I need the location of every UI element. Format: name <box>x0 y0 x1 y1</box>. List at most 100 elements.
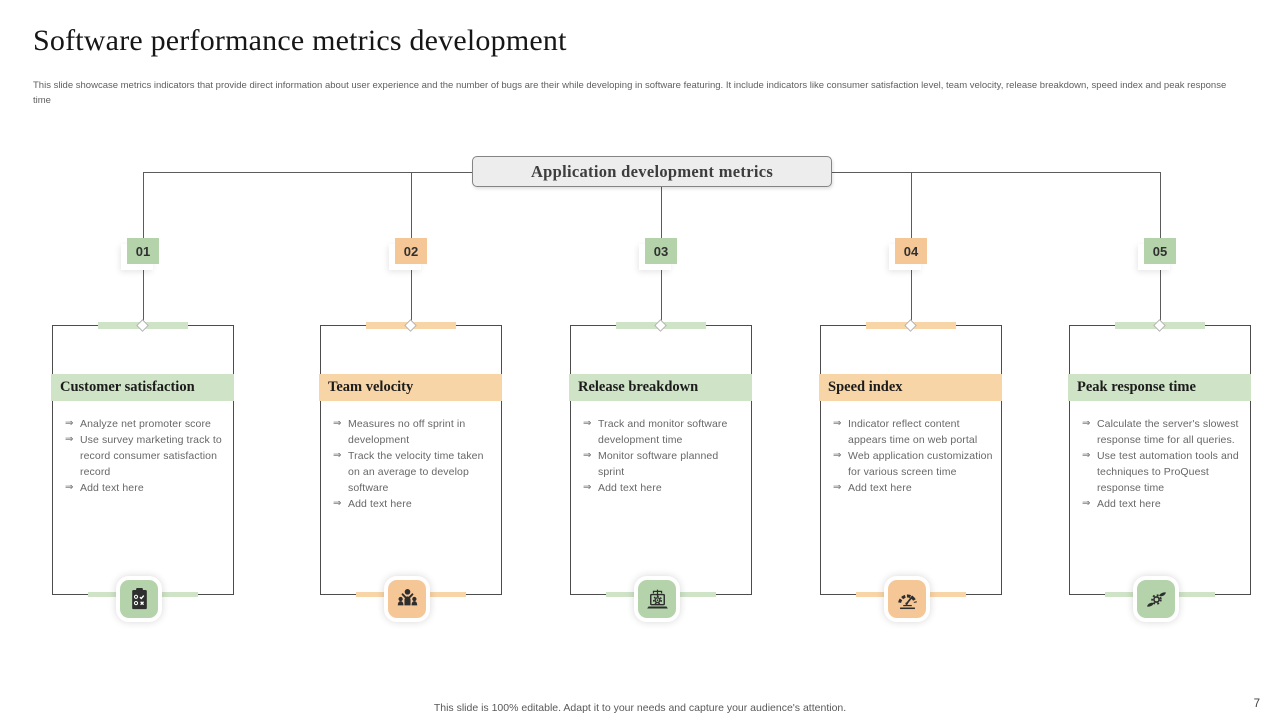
connector-vertical-line <box>910 172 912 238</box>
metric-card[interactable]: Release breakdown ⇒ Track and monitor sof… <box>569 319 752 622</box>
card-title-band: Team velocity <box>319 374 502 401</box>
metric-card[interactable]: Team velocity ⇒ Measures no off sprint in… <box>319 319 502 622</box>
step-number-label: 04 <box>903 243 919 259</box>
laptop-gear-icon <box>646 589 668 608</box>
bullet-item: ⇒ Monitor software planned sprint <box>579 448 747 480</box>
bullet-item: ⇒ Calculate the server's slowest response… <box>1078 416 1246 448</box>
bullet-item: ⇒ Analyze net promoter score <box>61 416 229 432</box>
card-title: Team velocity <box>328 379 414 395</box>
arrow-bullet-glyph: ⇒ <box>333 498 342 509</box>
bullet-item: ⇒ Web application customization for vario… <box>829 448 997 480</box>
step-number-label: 03 <box>653 243 669 259</box>
page-number: 7 <box>1253 698 1260 710</box>
bullet-text: Add text here <box>348 498 412 510</box>
metric-column-04: 04 Speed index ⇒Indicator reflect conten… <box>819 172 1002 642</box>
arrow-bullet-glyph: ⇒ <box>1082 498 1091 509</box>
step-number-label: 05 <box>1152 243 1168 259</box>
arrow-bullet-glyph: ⇒ <box>583 450 592 461</box>
bullet-item: ⇒ Use test automation tools and technique… <box>1078 448 1246 496</box>
speedometer-icon <box>897 593 917 609</box>
hands-gear-icon <box>1146 591 1166 607</box>
bullet-text: Measures no off sprint in development <box>348 418 466 446</box>
arrow-bullet-glyph: ⇒ <box>1082 450 1091 461</box>
card-title: Peak response time <box>1077 379 1196 395</box>
bullet-text: Analyze net promoter score <box>80 418 211 430</box>
connector-vertical-line <box>660 172 662 238</box>
bullet-text: Use test automation tools and techniques… <box>1097 450 1239 494</box>
card-bullet-list: ⇒ Analyze net promoter score ⇒ Use survey m… <box>61 416 229 496</box>
bullet-text: Add text here <box>598 482 662 494</box>
connector-vertical-line <box>1159 264 1161 325</box>
checklist-clipboard-icon <box>131 587 147 609</box>
bullet-text: Use survey marketing track to record con… <box>80 434 222 478</box>
bullet-text: Add text here <box>1097 498 1161 510</box>
card-title-band: Customer satisfaction <box>51 374 234 401</box>
connector-vertical-line <box>660 264 662 325</box>
arrow-bullet-glyph: ⇒ <box>583 418 592 429</box>
team-leader-icon <box>397 588 417 605</box>
card-title-band: Peak response time <box>1068 374 1251 401</box>
step-number-badge[interactable]: 04 <box>895 238 927 264</box>
bullet-text: Add text here <box>848 482 912 494</box>
connector-vertical-line <box>410 264 412 325</box>
bullet-text: Calculate the server's slowest response … <box>1097 418 1239 446</box>
metric-card[interactable]: Speed index ⇒Indicator reflect content a… <box>819 319 1002 622</box>
connector-vertical-line <box>142 264 144 325</box>
bullet-item: ⇒ Use survey marketing track to record co… <box>61 432 229 480</box>
connector-vertical-line <box>410 172 412 238</box>
card-icon-tile[interactable] <box>1133 576 1179 622</box>
bullet-item: ⇒ Add text here <box>329 496 497 512</box>
root-node-application-development-metrics[interactable]: Application development metrics <box>472 156 832 187</box>
card-title-band: Speed index <box>819 374 1002 401</box>
arrow-bullet-glyph: ⇒ <box>833 418 842 429</box>
arrow-bullet-glyph: ⇒ <box>333 418 342 429</box>
bullet-item: ⇒ Measures no off sprint in development <box>329 416 497 448</box>
card-bullet-list: ⇒ Track and monitor software development … <box>579 416 747 496</box>
step-number-badge[interactable]: 02 <box>395 238 427 264</box>
bullet-text: Track and monitor software development t… <box>598 418 728 446</box>
card-icon-tile[interactable] <box>884 576 930 622</box>
step-number-badge[interactable]: 03 <box>645 238 677 264</box>
arrow-bullet-glyph: ⇒ <box>65 482 74 493</box>
arrow-bullet-glyph: ⇒ <box>65 434 74 445</box>
metric-card[interactable]: Peak response time ⇒ Calculate the server… <box>1068 319 1251 622</box>
card-icon-tile[interactable] <box>634 576 680 622</box>
metric-column-03: 03 Release breakdown ⇒ Track and monitor … <box>569 172 752 642</box>
card-title: Speed index <box>828 379 903 395</box>
card-bullet-list: ⇒ Calculate the server's slowest response… <box>1078 416 1246 512</box>
slide-description: This slide showcase metrics indicators t… <box>33 80 1227 106</box>
bullet-text: Monitor software planned sprint <box>598 450 719 478</box>
page-title: Software performance metrics development <box>33 24 567 57</box>
step-number-badge[interactable]: 05 <box>1144 238 1176 264</box>
connector-vertical-line <box>1159 172 1161 238</box>
connector-vertical-line <box>910 264 912 325</box>
step-number-label: 01 <box>135 243 151 259</box>
bullet-item: ⇒ Add text here <box>1078 496 1246 512</box>
root-node-label: Application development metrics <box>530 161 774 181</box>
step-number-label: 02 <box>403 243 419 259</box>
arrow-bullet-glyph: ⇒ <box>65 418 74 429</box>
arrow-bullet-glyph: ⇒ <box>833 450 842 461</box>
card-icon-tile[interactable] <box>116 576 162 622</box>
bullet-text: Web application customization for variou… <box>848 450 993 478</box>
metric-column-05: 05 Peak response time ⇒ Calculate the ser… <box>1068 172 1251 642</box>
arrow-bullet-glyph: ⇒ <box>583 482 592 493</box>
card-title: Release breakdown <box>578 379 699 395</box>
bullet-item: ⇒Indicator reflect content appears time … <box>829 416 997 448</box>
card-title: Customer satisfaction <box>60 379 195 395</box>
arrow-bullet-glyph: ⇒ <box>833 482 842 493</box>
bullet-item: ⇒ Track the velocity time taken on an ave… <box>329 448 497 496</box>
bullet-item: ⇒ Track and monitor software development … <box>579 416 747 448</box>
arrow-bullet-glyph: ⇒ <box>1082 418 1091 429</box>
bullet-text: Track the velocity time taken on an aver… <box>348 450 484 494</box>
card-icon-tile[interactable] <box>384 576 430 622</box>
arrow-bullet-glyph: ⇒ <box>333 450 342 461</box>
bullet-item: ⇒ Add text here <box>579 480 747 496</box>
metric-column-01: 01 Customer satisfaction ⇒ Analyze net pr… <box>51 172 234 642</box>
bullet-item: ⇒ Add text here <box>829 480 997 496</box>
step-number-badge[interactable]: 01 <box>127 238 159 264</box>
card-bullet-list: ⇒Indicator reflect content appears time … <box>829 416 997 496</box>
metric-card[interactable]: Customer satisfaction ⇒ Analyze net promo… <box>51 319 234 622</box>
bullet-text: Add text here <box>80 482 144 494</box>
